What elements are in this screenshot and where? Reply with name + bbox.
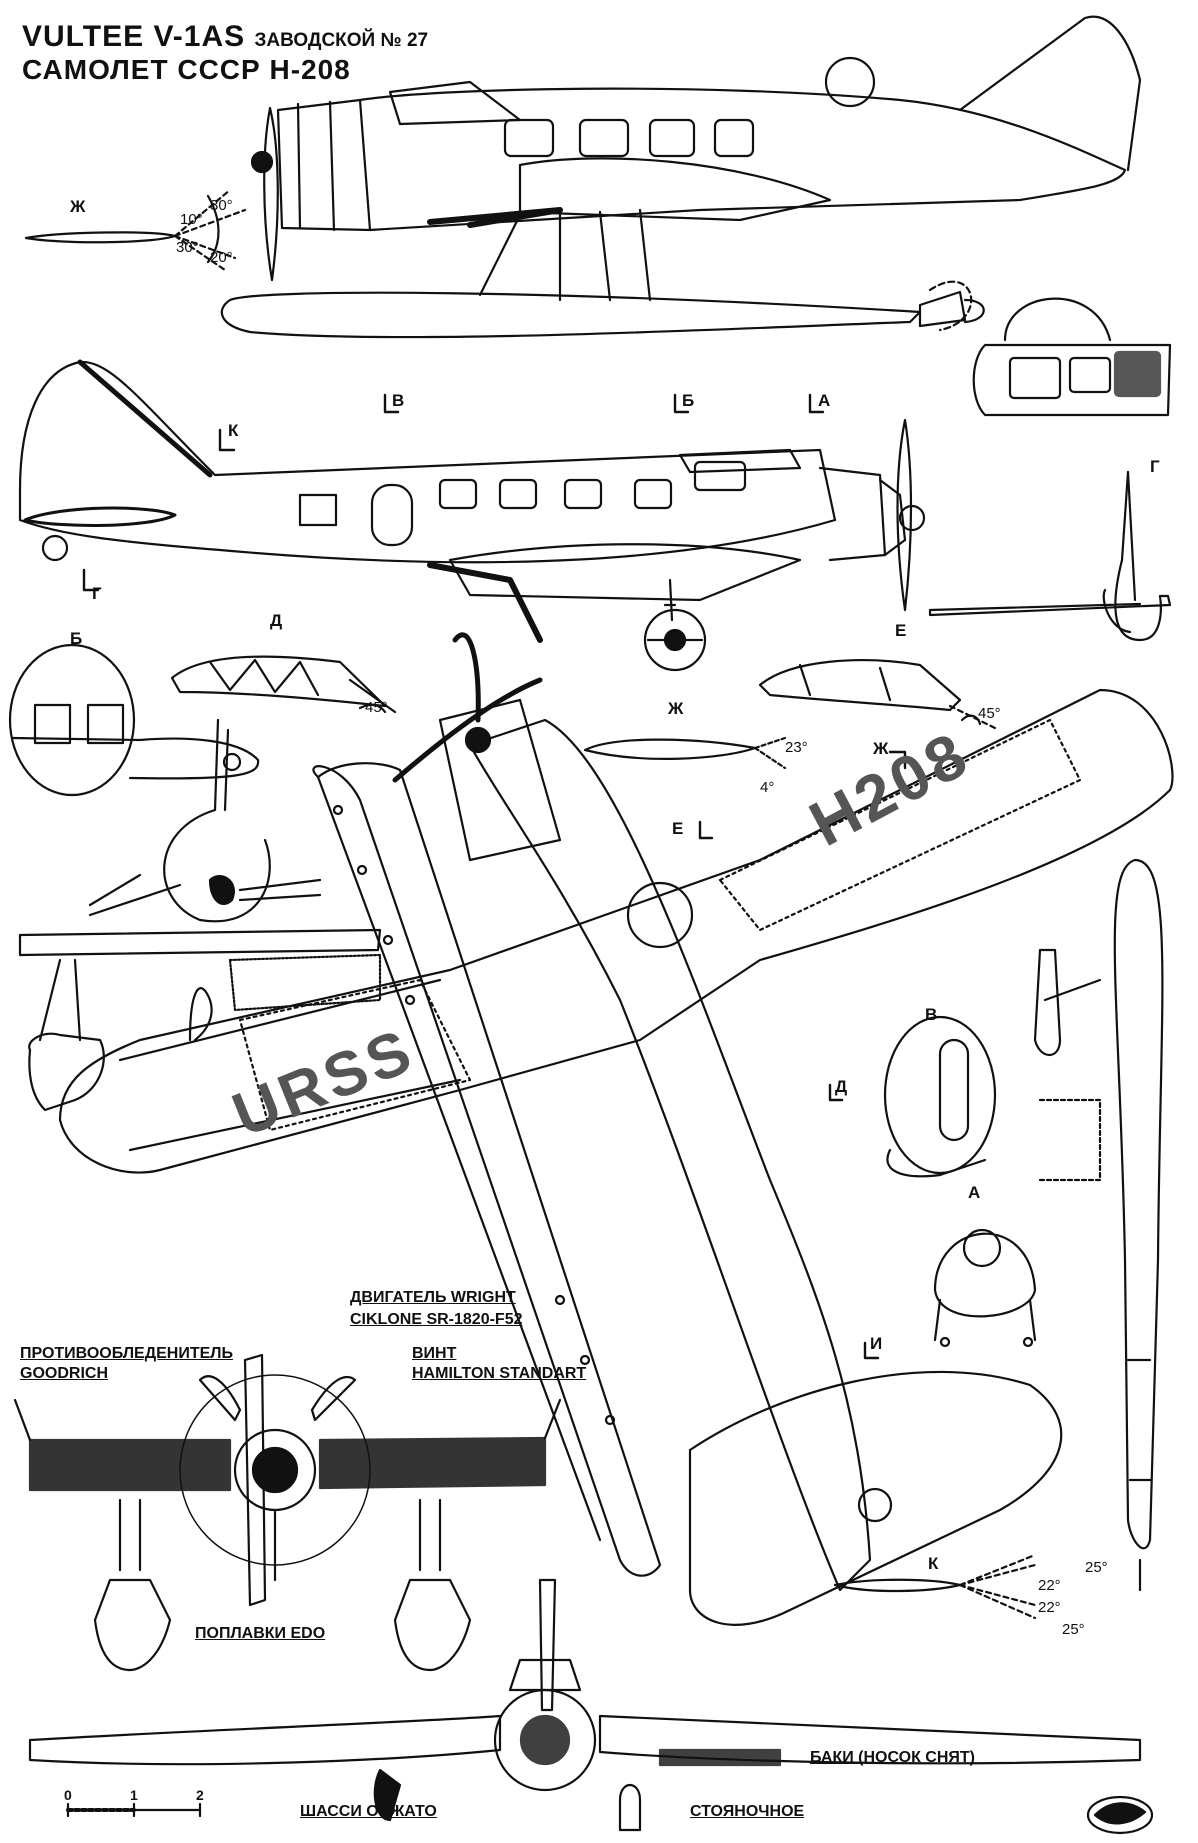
label-b-marker: Б	[682, 391, 695, 410]
label-d-section: Д	[270, 611, 283, 630]
prop-callout-line2: HAMILTON STANDART	[412, 1365, 587, 1382]
section-markers	[82, 393, 907, 1360]
label-a-marker: А	[818, 391, 831, 410]
front-view-seaplane-lower	[13, 1353, 562, 1672]
label-d-marker: Д	[835, 1077, 848, 1096]
angle-10: 10°	[180, 211, 203, 228]
scale-tick-1: 1	[130, 1787, 138, 1803]
wing-section-d	[170, 655, 397, 714]
aileron-section-k	[833, 1553, 1037, 1620]
angle-25-up: 25°	[1085, 1559, 1108, 1576]
fuselage-section-b	[8, 643, 260, 797]
label-i-marker: И	[870, 1334, 883, 1353]
aircraft-model-title: VULTEE V-1AS ЗАВОДСКОЙ № 27	[22, 22, 428, 52]
deicer-callout-line1: ПРОТИВООБЛЕДЕНИТЕЛЬ	[20, 1345, 234, 1362]
label-k-marker: К	[228, 421, 239, 440]
scale-tick-2: 2	[196, 1787, 204, 1803]
deicer-callout-line2: GOODRICH	[20, 1365, 108, 1382]
elevator-section-zh	[24, 188, 247, 272]
tail-section-g	[928, 470, 1172, 642]
cockpit-detail-view	[972, 297, 1172, 417]
prop-callout-line1: ВИНТ	[412, 1345, 457, 1362]
scale-bar	[66, 1802, 202, 1818]
label-v-section: В	[925, 1005, 938, 1024]
engine-callout-line2: CIKLONE SR-1820-F52	[350, 1311, 523, 1328]
angle-45-d: 45°	[365, 699, 388, 716]
label-b-section: Б	[70, 629, 83, 648]
label-g-marker: Г	[92, 584, 102, 603]
fuselage-section-v	[883, 1015, 997, 1178]
angle-22-up: 22°	[1038, 1577, 1061, 1594]
angle-30-up: 30°	[210, 197, 233, 214]
angle-22-down: 22°	[1038, 1599, 1061, 1616]
wing-section-e	[758, 659, 997, 730]
front-view-seaplane-upper	[18, 718, 382, 1112]
factory-serial: ЗАВОДСКОЙ № 27	[254, 30, 429, 51]
wing-section-zh	[583, 736, 787, 770]
front-view-landplane	[28, 1578, 1142, 1832]
floats-callout: ПОПЛАВКИ EDO	[195, 1625, 326, 1642]
side-view-landplane	[18, 359, 926, 672]
label-zh-top: Ж	[70, 197, 86, 216]
angle-4: 4°	[760, 779, 775, 796]
parking-callout: СТОЯНОЧНОЕ	[690, 1803, 805, 1820]
model-name: VULTEE V-1AS	[22, 20, 246, 53]
fuselage-section-a	[933, 1228, 1037, 1348]
scale-tick-0: 0	[64, 1787, 72, 1803]
label-e-marker: Е	[672, 819, 684, 838]
side-view-seaplane	[220, 15, 1142, 339]
angle-45-e: 45°	[978, 705, 1001, 722]
wheel-strut-detail	[1033, 948, 1102, 1182]
angle-23: 23°	[785, 739, 808, 756]
elevator-plan-view	[1113, 858, 1164, 1592]
label-g-tail: Г	[1150, 457, 1160, 476]
angle-25-down: 25°	[1062, 1621, 1085, 1638]
angle-30-down: 30°	[176, 239, 199, 256]
label-zh-marker: Ж	[873, 739, 889, 758]
label-a-section: А	[968, 1183, 981, 1202]
label-e-section: Е	[895, 621, 907, 640]
publisher-logo-icon	[1086, 1795, 1154, 1835]
engine-callout-line1: ДВИГАТЕЛЬ WRIGHT	[350, 1289, 516, 1306]
gear-retracted-callout: ШАССИ ОБЖАТО	[300, 1803, 437, 1820]
angle-20: 20°	[210, 249, 233, 266]
registration-title: САМОЛЕТ СССР Н-208	[22, 54, 351, 85]
label-k-section: К	[928, 1554, 939, 1573]
tanks-callout: БАКИ (НОСОК СНЯТ)	[810, 1749, 976, 1766]
label-zh-section: Ж	[668, 699, 684, 718]
label-v-marker: В	[392, 391, 405, 410]
plan-view-aircraft	[58, 632, 1174, 1626]
